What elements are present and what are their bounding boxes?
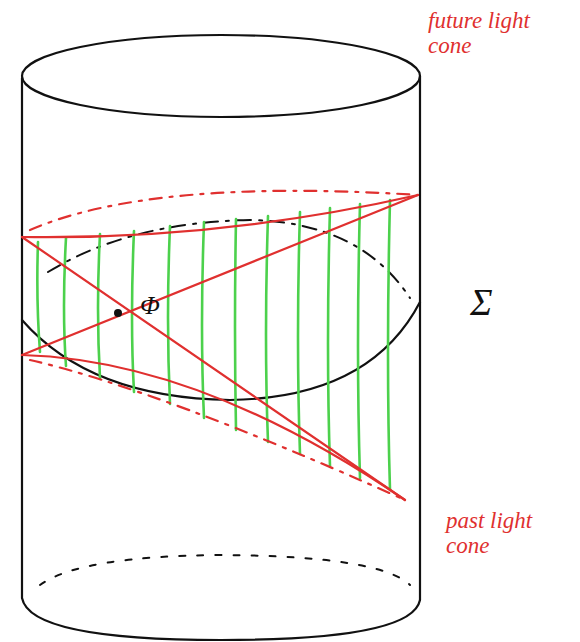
cylinder-bottom-back: [40, 555, 410, 585]
worldlines: [37, 200, 390, 490]
cylinder-top: [22, 35, 420, 117]
surface-label: Σ: [470, 282, 530, 324]
cylinder-side: [419, 76, 421, 600]
cylinder-side: [21, 78, 23, 598]
light-cones: [22, 191, 418, 500]
cone-label: past light cone: [446, 508, 556, 559]
cylinder-bottom: [22, 598, 420, 640]
sigma-curve: [22, 302, 420, 400]
field-label: Φ: [140, 292, 180, 321]
cone-label: future light cone: [428, 8, 568, 59]
sigma-back: [48, 220, 410, 298]
point: [114, 309, 122, 317]
